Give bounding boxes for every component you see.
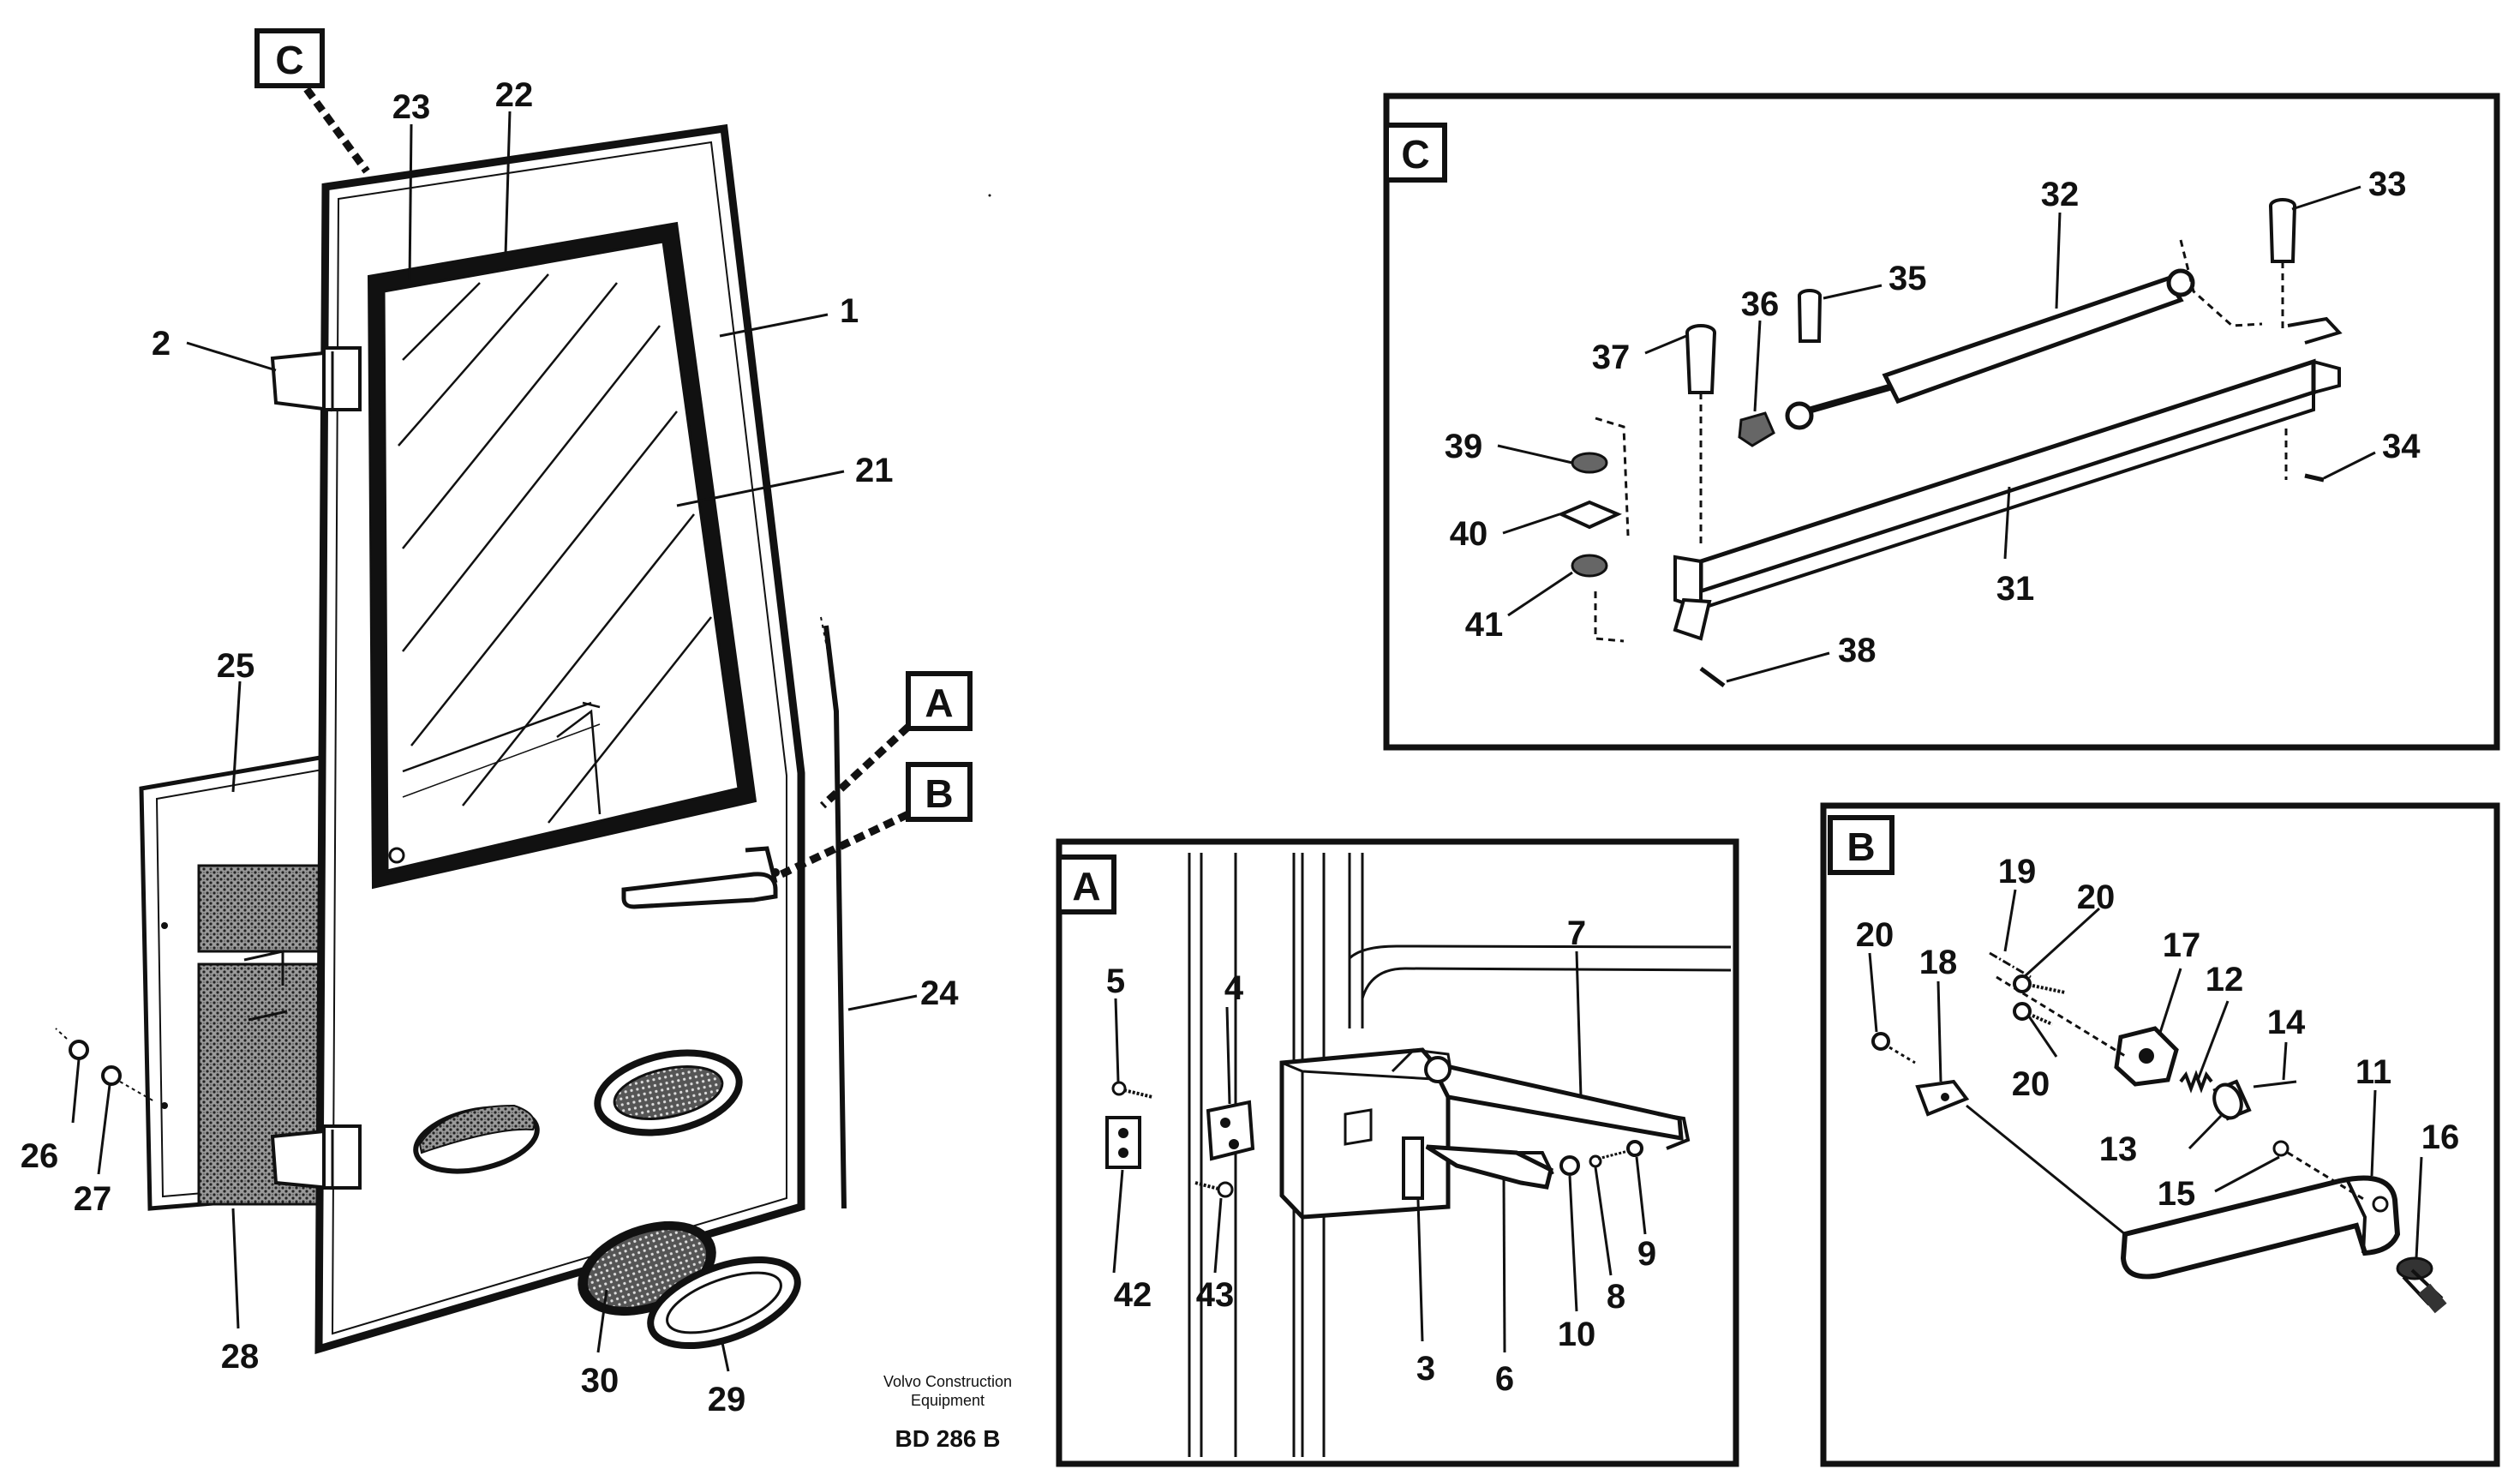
part-label-17: 17 (2163, 926, 2201, 964)
part-label-3: 3 (1416, 1350, 1435, 1388)
part-label-35: 35 (1889, 260, 1927, 297)
callout-c-detail: C (1401, 132, 1429, 177)
credit-line-2: Equipment (911, 1392, 985, 1409)
plate-40 (1557, 500, 1622, 530)
callout-box-c-main: C (254, 28, 370, 174)
part-label-20-left: 20 (1856, 916, 1894, 954)
part-label-8: 8 (1607, 1278, 1625, 1316)
leaders-main (71, 111, 918, 1372)
part-label-13: 13 (2099, 1130, 2138, 1168)
part-label-24: 24 (920, 974, 959, 1012)
part-label-15: 15 (2158, 1175, 2196, 1213)
callout-box-b-main: B (780, 762, 973, 878)
part-label-14: 14 (2267, 1004, 2306, 1041)
part-label-40: 40 (1450, 515, 1488, 553)
part-label-10: 10 (1558, 1316, 1596, 1353)
part-label-9: 9 (1637, 1235, 1656, 1273)
part-label-23: 23 (392, 88, 431, 126)
part-label-20-bottom: 20 (2012, 1065, 2050, 1103)
lock-cylinder-13 (2212, 1079, 2252, 1121)
callout-box-a-main: A (819, 671, 973, 809)
part-label-12: 12 (2206, 961, 2244, 998)
part-label-38: 38 (1838, 632, 1877, 669)
part-label-2: 2 (152, 325, 171, 363)
part-label-30: 30 (581, 1362, 620, 1400)
part-label-21: 21 (855, 452, 894, 489)
part-label-41: 41 (1465, 606, 1504, 644)
part-label-34: 34 (2382, 428, 2421, 465)
part-label-39: 39 (1445, 428, 1483, 465)
drawing-code: BD 286 B (895, 1425, 1001, 1452)
callout-c-main: C (275, 38, 303, 82)
part-label-29: 29 (708, 1381, 746, 1418)
part-label-27: 27 (74, 1180, 112, 1218)
screw-5 (1111, 1081, 1153, 1099)
trim-ring-29 (647, 1256, 801, 1350)
callout-b-detail: B (1847, 824, 1875, 869)
pin-35 (1798, 289, 1822, 343)
credit-line-1: Volvo Construction (883, 1373, 1012, 1390)
part-label-1: 1 (840, 292, 859, 330)
detail-a-panel: A (1056, 838, 1739, 1467)
part-label-37: 37 (1592, 339, 1631, 376)
part-label-19: 19 (1998, 853, 2037, 890)
pin-33 (2269, 198, 2296, 263)
part-label-42: 42 (1114, 1276, 1152, 1314)
door-assembly: C (21, 28, 973, 1418)
callout-b-main: B (925, 771, 953, 816)
callout-a-detail: A (1072, 864, 1100, 908)
bushing-41 (1571, 554, 1608, 578)
screw-26 (55, 1028, 89, 1060)
part-label-18: 18 (1919, 944, 1958, 981)
striker-arm-7 (1424, 1056, 1691, 1150)
detail-c-panel: C (1383, 93, 2500, 751)
part-label-7: 7 (1567, 914, 1586, 952)
part-label-26: 26 (21, 1137, 59, 1175)
key-16 (2396, 1256, 2447, 1314)
pin-37 (1685, 324, 1716, 394)
screw-43 (1194, 1181, 1234, 1198)
latch-6 (1425, 1144, 1554, 1190)
inner-panel (139, 748, 362, 1211)
door-panel (243, 123, 805, 1355)
clip-36 (1738, 411, 1775, 447)
window-glass (398, 273, 712, 824)
part-label-36: 36 (1741, 285, 1780, 323)
detail-b-panel: B (1820, 802, 2500, 1467)
credit-block: Volvo Construction Equipment BD 286 B (883, 1373, 1012, 1452)
part-label-43: 43 (1196, 1276, 1235, 1314)
rail-31 (1673, 316, 2343, 641)
clip-18 (1915, 1079, 2126, 1236)
part-label-6: 6 (1495, 1360, 1514, 1398)
plate-42 (1105, 1116, 1141, 1169)
hinge-upper (270, 346, 362, 412)
part-label-5: 5 (1106, 962, 1125, 1000)
handle-11 (2120, 1175, 2401, 1280)
hinge-lower (270, 1124, 362, 1190)
part-label-31: 31 (1996, 570, 2035, 608)
part-label-20-top: 20 (2077, 878, 2116, 916)
spring-12 (2179, 1070, 2213, 1094)
part-label-11: 11 (2355, 1053, 2391, 1091)
part-label-32: 32 (2041, 176, 2080, 213)
part-label-28: 28 (221, 1338, 260, 1376)
part-label-25: 25 (217, 647, 255, 685)
part-label-22: 22 (495, 76, 534, 114)
washer-27 (101, 1065, 155, 1102)
part-label-33: 33 (2368, 165, 2407, 203)
plate-4 (1206, 1100, 1255, 1161)
lock-body-3 (1279, 1047, 1454, 1220)
part-label-4: 4 (1224, 969, 1244, 1007)
bushing-39 (1571, 452, 1608, 474)
part-label-16: 16 (2421, 1118, 2460, 1156)
callout-a-main: A (925, 681, 953, 725)
gas-strut-32 (1785, 268, 2195, 430)
